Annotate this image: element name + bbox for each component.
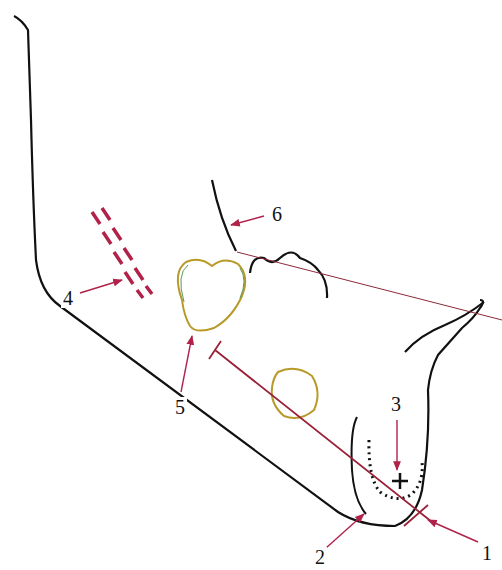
incisor-outline: [405, 302, 484, 352]
mandible-outline: [14, 16, 483, 526]
callout-number: 5: [173, 397, 187, 417]
callout-number: 3: [389, 394, 403, 414]
callout-number: 1: [480, 543, 494, 563]
callout-number: 6: [270, 204, 284, 224]
ramus-line: [212, 180, 236, 251]
dotted-contour: [369, 440, 422, 499]
symphysis-inner: [352, 417, 366, 514]
measure-line: [209, 341, 432, 526]
leader-arrows: [80, 216, 478, 548]
tooth-germ-large: [178, 260, 245, 331]
tooth-germ-small: [272, 369, 318, 418]
occlusal-line: [237, 252, 502, 320]
tooth-germ-shade: [181, 265, 244, 302]
dashed-marks: [92, 208, 152, 298]
callout-number: 2: [313, 547, 327, 567]
plus-mark: [392, 473, 408, 489]
molar-crown: [250, 253, 327, 299]
callout-number: 4: [61, 288, 75, 308]
